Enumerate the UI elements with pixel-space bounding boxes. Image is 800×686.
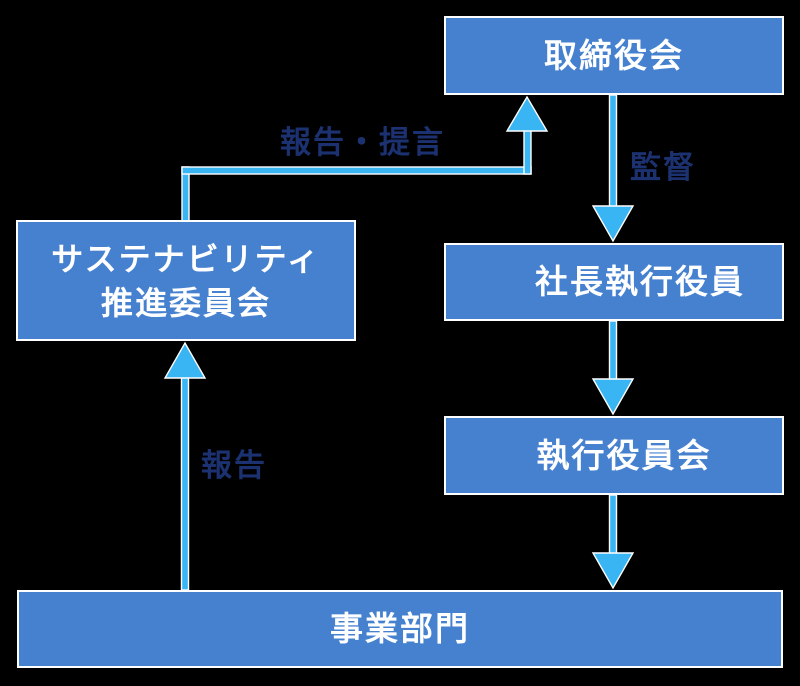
node-board-of-directors-label: 取締役会 <box>544 36 684 74</box>
node-executive-officers-meeting: 執行役員会 <box>444 416 784 495</box>
arrow-exec-to-business <box>591 494 635 590</box>
node-business-divisions: 事業部門 <box>17 590 783 668</box>
node-business-divisions-label: 事業部門 <box>330 610 470 647</box>
edge-label-report: 報告 <box>201 448 267 483</box>
node-president-executive-officer: 社長執行役員 <box>444 243 784 321</box>
arrow-president-to-exec <box>591 320 635 416</box>
node-board-of-directors: 取締役会 <box>444 16 784 95</box>
node-sustainability-committee: サステナビリティ 推進委員会 <box>16 220 356 341</box>
node-sustainability-committee-label: サステナビリティ 推進委員会 <box>51 240 321 321</box>
arrow-supervision <box>591 94 635 243</box>
node-executive-officers-meeting-label: 執行役員会 <box>536 436 712 474</box>
edge-label-supervision: 監督 <box>630 150 696 185</box>
edge-label-report-proposal: 報告・提言 <box>280 125 445 160</box>
arrow-report <box>163 341 207 591</box>
node-president-executive-officer-label: 社長執行役員 <box>535 263 745 300</box>
